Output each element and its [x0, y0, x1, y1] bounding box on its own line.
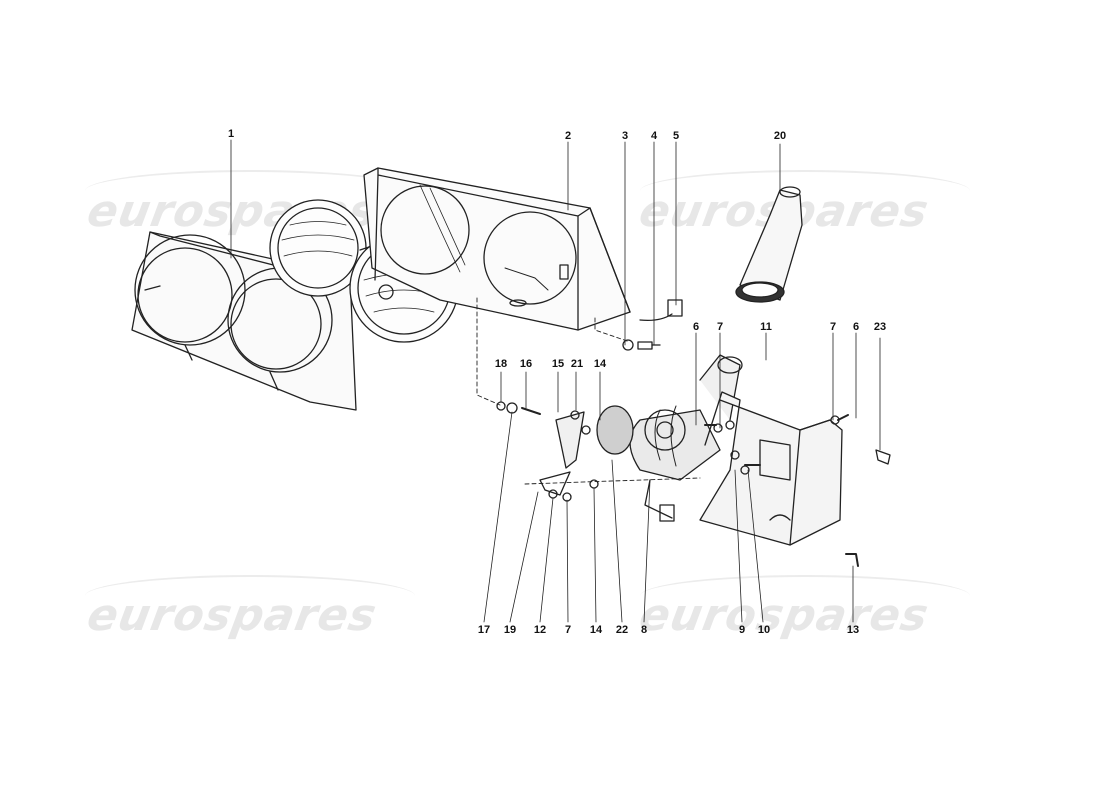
callout-2: 2 [564, 130, 572, 142]
callout-21: 21 [570, 358, 584, 370]
watermark-swoosh [640, 575, 970, 617]
callout-6: 6 [692, 321, 700, 333]
callout-19: 19 [503, 624, 517, 636]
callout-9: 9 [738, 624, 746, 636]
callout-12: 12 [533, 624, 547, 636]
guide-lines [476, 297, 701, 485]
callout-8: 8 [640, 624, 648, 636]
callout-18: 18 [494, 358, 508, 370]
headlamp-housing [363, 167, 631, 331]
watermark-swoosh [85, 170, 415, 212]
callout-3: 3 [621, 130, 629, 142]
protective-boot [735, 186, 803, 303]
callout-14: 14 [589, 624, 603, 636]
callout-22: 22 [615, 624, 629, 636]
watermark-swoosh [640, 170, 970, 212]
callout-14: 14 [593, 358, 607, 370]
callout-23: 23 [873, 321, 887, 333]
callout-10: 10 [757, 624, 771, 636]
callout-5: 5 [672, 130, 680, 142]
support-bracket [699, 391, 843, 546]
callout-6: 6 [852, 321, 860, 333]
watermark-swoosh [85, 575, 415, 617]
screw-and-connector [622, 299, 683, 351]
callout-15: 15 [551, 358, 565, 370]
callout-13: 13 [846, 624, 860, 636]
callout-1: 1 [227, 128, 235, 140]
callout-7: 7 [564, 624, 572, 636]
callout-7: 7 [716, 321, 724, 333]
small-hardware [496, 401, 891, 567]
leader-lines [230, 139, 881, 623]
callout-4: 4 [650, 130, 658, 142]
callout-16: 16 [519, 358, 533, 370]
callout-7: 7 [829, 321, 837, 333]
callout-20: 20 [773, 130, 787, 142]
callout-17: 17 [477, 624, 491, 636]
callout-11: 11 [760, 321, 772, 333]
